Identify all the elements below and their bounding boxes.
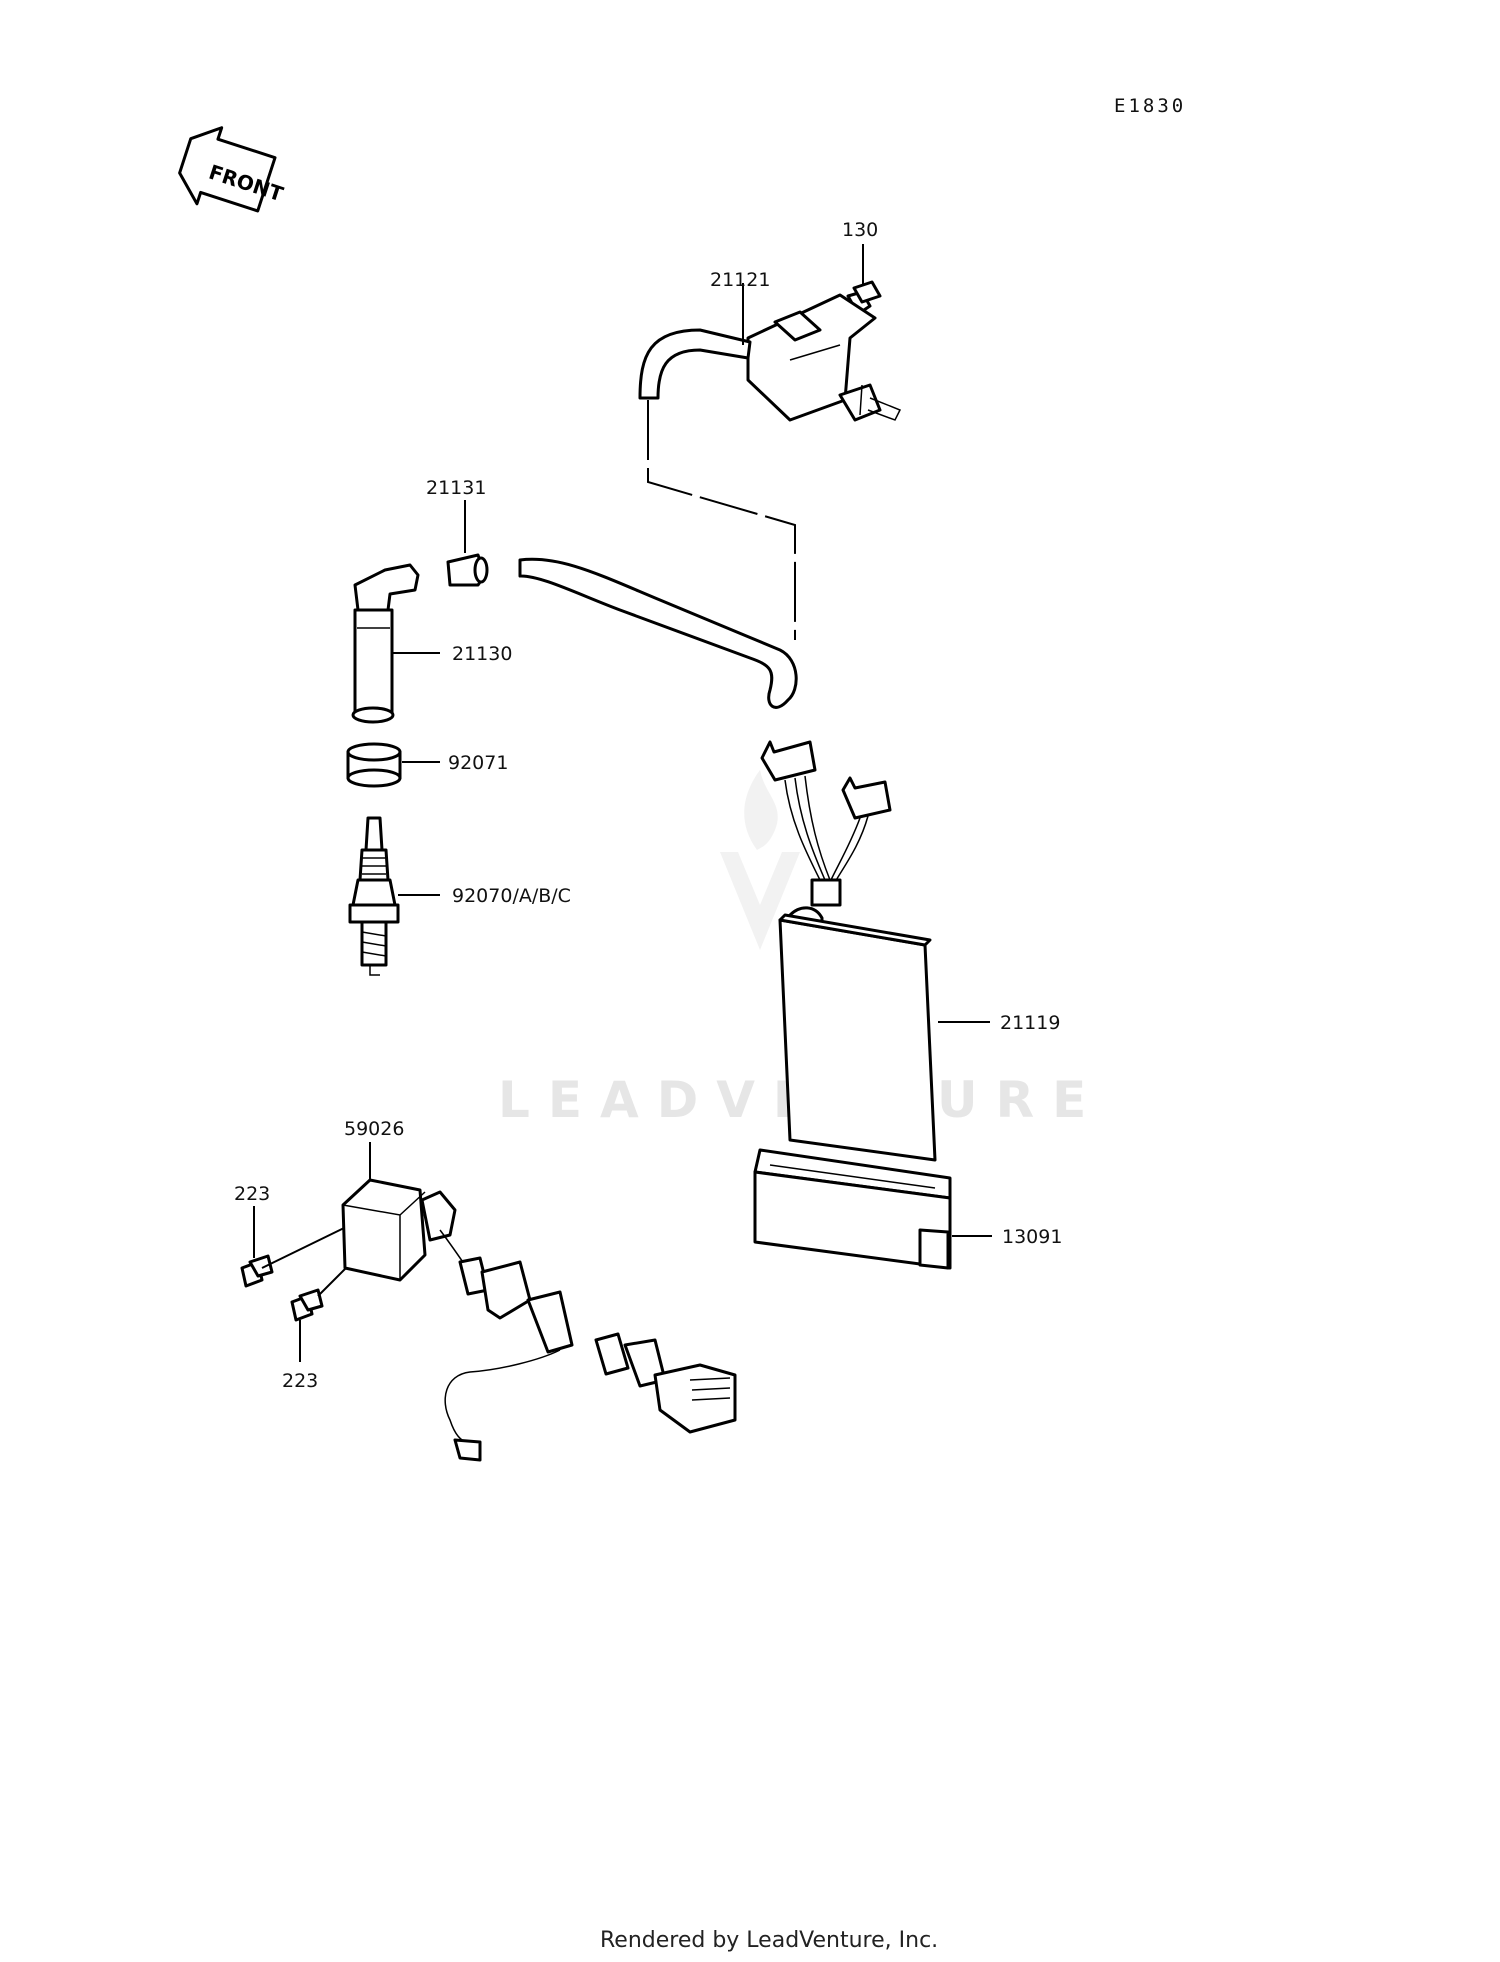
label-21119[interactable]: 21119 (1000, 1012, 1060, 1034)
label-21130[interactable]: 21130 (452, 643, 512, 665)
label-130[interactable]: 130 (842, 219, 878, 241)
regulator-59026[interactable] (341, 1178, 737, 1462)
leader-223-upper-to-part (261, 1227, 345, 1269)
high-tension-lead[interactable] (518, 557, 798, 709)
label-92071[interactable]: 92071 (448, 752, 508, 774)
case-13091[interactable] (753, 1148, 952, 1270)
label-223-lower[interactable]: 223 (282, 1370, 318, 1392)
label-92070[interactable]: 92070/A/B/C (452, 885, 571, 907)
ignition-coil-21121[interactable] (638, 293, 902, 422)
label-223-upper[interactable]: 223 (234, 1183, 270, 1205)
seal-92071[interactable] (346, 742, 402, 788)
cdi-unit-21119[interactable] (760, 740, 937, 1162)
label-13091[interactable]: 13091 (1002, 1226, 1062, 1248)
footer-credit: Rendered by LeadVenture, Inc. (600, 1928, 938, 1953)
cap-21131[interactable] (446, 553, 489, 587)
label-21131[interactable]: 21131 (426, 477, 486, 499)
leader-223-lower-to-part (317, 1267, 347, 1297)
screw-223-upper[interactable] (240, 1254, 274, 1288)
plug-cap-21130[interactable] (351, 563, 420, 724)
routing-dash-line (647, 400, 796, 640)
screw-223-lower[interactable] (290, 1288, 324, 1322)
watermark-logo (720, 770, 800, 950)
diagram-code: E1830 (1114, 95, 1186, 117)
label-21121[interactable]: 21121 (710, 269, 770, 291)
label-59026[interactable]: 59026 (344, 1118, 404, 1140)
front-arrow-icon: FRONT (178, 126, 286, 213)
spark-plug-92070[interactable] (348, 816, 400, 976)
